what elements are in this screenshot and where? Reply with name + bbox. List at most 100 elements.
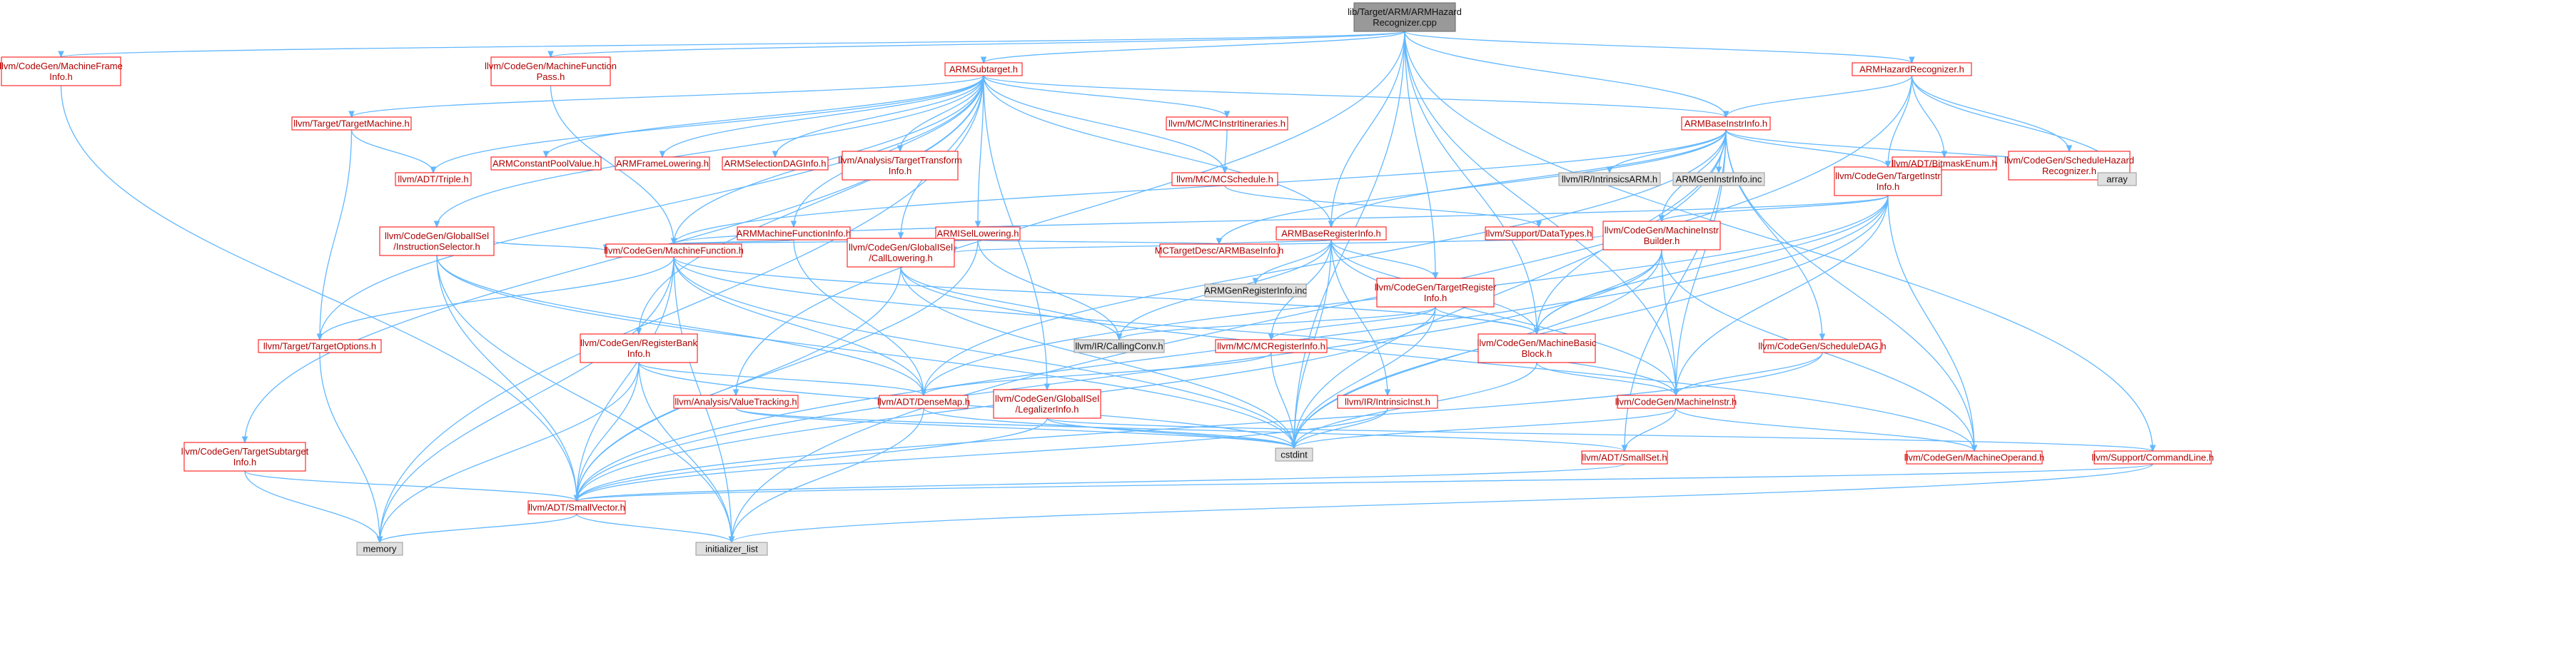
edge-tgtreg-to-cstdint bbox=[1293, 306, 1436, 449]
edge-layer bbox=[58, 31, 2156, 544]
node-box bbox=[847, 238, 955, 268]
graph-node-calllower[interactable]: llvm/CodeGen/GlobalISel/CallLowering.h bbox=[847, 238, 955, 268]
edge-rbinfo-to-densemap bbox=[638, 362, 924, 396]
edge-arrowhead-subtarget-to-framelower bbox=[659, 151, 666, 158]
edge-arrowhead-tsi-to-smallvec bbox=[573, 495, 580, 502]
edge-rbinfo-to-smallvec bbox=[576, 362, 640, 502]
node-box bbox=[615, 156, 710, 171]
node-label-line: MCTargetDesc/ARMBaseInfo.h bbox=[1155, 245, 1284, 256]
edge-tgtinstr-to-mbb bbox=[1536, 195, 1889, 335]
graph-node-isel[interactable]: ARMISelLowering.h bbox=[935, 226, 1021, 241]
graph-node-smallvec[interactable]: llvm/ADT/SmallVector.h bbox=[527, 500, 626, 515]
edge-hazardh-to-schedhaz bbox=[1911, 75, 2070, 152]
graph-node-root[interactable]: lib/Target/ARM/ARMHazardRecognizer.cpp bbox=[1348, 2, 1462, 32]
edge-tgtreg-to-mbb bbox=[1435, 306, 1537, 335]
edge-baseinstr-to-schedag bbox=[1725, 129, 1823, 340]
node-label-line: llvm/ADT/Triple.h bbox=[398, 174, 468, 185]
edge-isel-to-callconv bbox=[977, 239, 1120, 340]
graph-node-mcbase[interactable]: MCTargetDesc/ARMBaseInfo.h bbox=[1155, 243, 1284, 258]
graph-node-legal[interactable]: llvm/CodeGen/GlobalISel/LegalizerInfo.h bbox=[993, 389, 1101, 419]
edge-densemap-to-cstdint bbox=[923, 407, 1295, 449]
edge-basereg-to-mi bbox=[1330, 239, 1677, 396]
edge-subtarget-to-targetopts bbox=[319, 75, 984, 340]
graph-node-subtarget[interactable]: ARMSubtarget.h bbox=[944, 62, 1023, 76]
node-box bbox=[879, 395, 969, 409]
node-box bbox=[722, 156, 829, 171]
edge-arrowhead-isel-to-mf bbox=[670, 238, 677, 245]
graph-node-mcsched[interactable]: llvm/MC/MCSchedule.h bbox=[1171, 172, 1278, 186]
graph-node-targetopts[interactable]: llvm/Target/TargetOptions.h bbox=[258, 339, 382, 353]
graph-node-seldag[interactable]: ARMSelectionDAGInfo.h bbox=[722, 156, 829, 171]
node-box bbox=[2093, 450, 2212, 465]
graph-node-valtrack[interactable]: llvm/Analysis/ValueTracking.h bbox=[673, 395, 799, 409]
edge-arrowhead-root-to-hazardh bbox=[1909, 56, 1915, 64]
graph-node-schedag[interactable]: llvm/CodeGen/ScheduleDAG.h bbox=[1758, 339, 1886, 353]
graph-node-targetmachine[interactable]: llvm/Target/TargetMachine.h bbox=[291, 116, 412, 131]
graph-node-densemap[interactable]: llvm/ADT/DenseMap.h bbox=[877, 395, 970, 409]
edge-root-to-baseinstr bbox=[1404, 31, 1727, 118]
node-label-line: llvm/CodeGen/ScheduleDAG.h bbox=[1758, 341, 1886, 352]
graph-node-geninstr[interactable]: ARMGenInstrInfo.inc bbox=[1672, 172, 1765, 186]
node-label-line: initializer_list bbox=[705, 544, 758, 555]
edge-arrowhead-targetmachine-to-triple bbox=[430, 166, 437, 174]
graph-node-baseinstr[interactable]: ARMBaseInstrInfo.h bbox=[1681, 116, 1771, 131]
edge-root-to-frameinfo bbox=[60, 31, 1405, 58]
graph-node-mi[interactable]: llvm/CodeGen/MachineInstr.h bbox=[1615, 395, 1737, 409]
graph-node-smallset[interactable]: llvm/ADT/SmallSet.h bbox=[1581, 450, 1668, 465]
edge-arrowhead-subtarget-to-targetmachine bbox=[348, 111, 355, 118]
graph-node-basereg[interactable]: ARMBaseRegisterInfo.h bbox=[1276, 226, 1387, 241]
graph-node-memory[interactable]: memory bbox=[356, 542, 403, 556]
node-label-line: llvm/ADT/SmallVector.h bbox=[528, 502, 625, 513]
edge-mi-to-smallset bbox=[1624, 407, 1677, 452]
graph-node-instrsel[interactable]: llvm/CodeGen/GlobalISel/InstructionSelec… bbox=[379, 226, 495, 256]
node-box bbox=[1852, 62, 1972, 76]
graph-node-initlist[interactable]: initializer_list bbox=[695, 542, 768, 556]
node-box bbox=[291, 116, 412, 131]
edge-baseinstr-to-mf bbox=[673, 129, 1727, 245]
edge-subtarget-to-mf bbox=[673, 75, 984, 245]
edge-mibuilder-to-smallvec bbox=[576, 249, 1662, 502]
node-box bbox=[1215, 339, 1328, 353]
edge-mfpass-to-mf bbox=[550, 85, 675, 245]
graph-node-array[interactable]: array bbox=[2097, 172, 2137, 186]
graph-node-genreg[interactable]: ARMGenRegisterInfo.inc bbox=[1204, 283, 1307, 298]
edge-mi-to-mop bbox=[1675, 407, 1975, 452]
graph-node-cstdint[interactable]: cstdint bbox=[1275, 447, 1313, 462]
graph-node-mf[interactable]: llvm/CodeGen/MachineFunction.h bbox=[604, 243, 744, 258]
edge-baseinstr-to-basereg bbox=[1330, 129, 1727, 228]
edge-arrowhead-basereg-to-intrinst bbox=[1384, 389, 1391, 397]
graph-node-triple[interactable]: llvm/ADT/Triple.h bbox=[395, 172, 472, 186]
graph-node-cpv[interactable]: ARMConstantPoolValue.h bbox=[490, 156, 602, 171]
edge-calllower-to-callconv bbox=[900, 266, 1120, 340]
node-box bbox=[1602, 221, 1721, 250]
node-box bbox=[1353, 2, 1456, 32]
graph-node-hazardh[interactable]: ARMHazardRecognizer.h bbox=[1852, 62, 1972, 76]
graph-node-datatypes[interactable]: llvm/Support/DataTypes.h bbox=[1485, 226, 1593, 241]
graph-node-callconv[interactable]: llvm/IR/CallingConv.h bbox=[1074, 339, 1165, 353]
graph-node-cmdline[interactable]: llvm/Support/CommandLine.h bbox=[2091, 450, 2214, 465]
graph-node-itin[interactable]: llvm/MC/MCInstrItineraries.h bbox=[1166, 116, 1288, 131]
edge-tgtreg-to-mcreg bbox=[1271, 306, 1436, 340]
node-label-line: llvm/CodeGen/TargetRegister bbox=[1375, 282, 1497, 293]
edge-smallvec-to-memory bbox=[379, 513, 577, 543]
graph-node-mcreg[interactable]: llvm/MC/MCRegisterInfo.h bbox=[1215, 339, 1328, 353]
graph-node-intrarm[interactable]: llvm/IR/IntrinsicsARM.h bbox=[1558, 172, 1661, 186]
graph-node-mop[interactable]: llvm/CodeGen/MachineOperand.h bbox=[1904, 450, 2045, 465]
node-label-line: ARMBaseInstrInfo.h bbox=[1684, 118, 1767, 129]
node-label-line: llvm/IR/CallingConv.h bbox=[1075, 341, 1163, 352]
edge-legal-to-smallvec bbox=[576, 417, 1048, 502]
graph-node-mfinfo[interactable]: ARMMachineFunctionInfo.h bbox=[737, 226, 851, 241]
graph-node-intrinst[interactable]: llvm/IR/IntrinsicInst.h bbox=[1337, 395, 1438, 409]
graph-node-framelower[interactable]: ARMFrameLowering.h bbox=[615, 156, 710, 171]
edge-arrowhead-mcsched-to-datatypes bbox=[1535, 221, 1542, 228]
